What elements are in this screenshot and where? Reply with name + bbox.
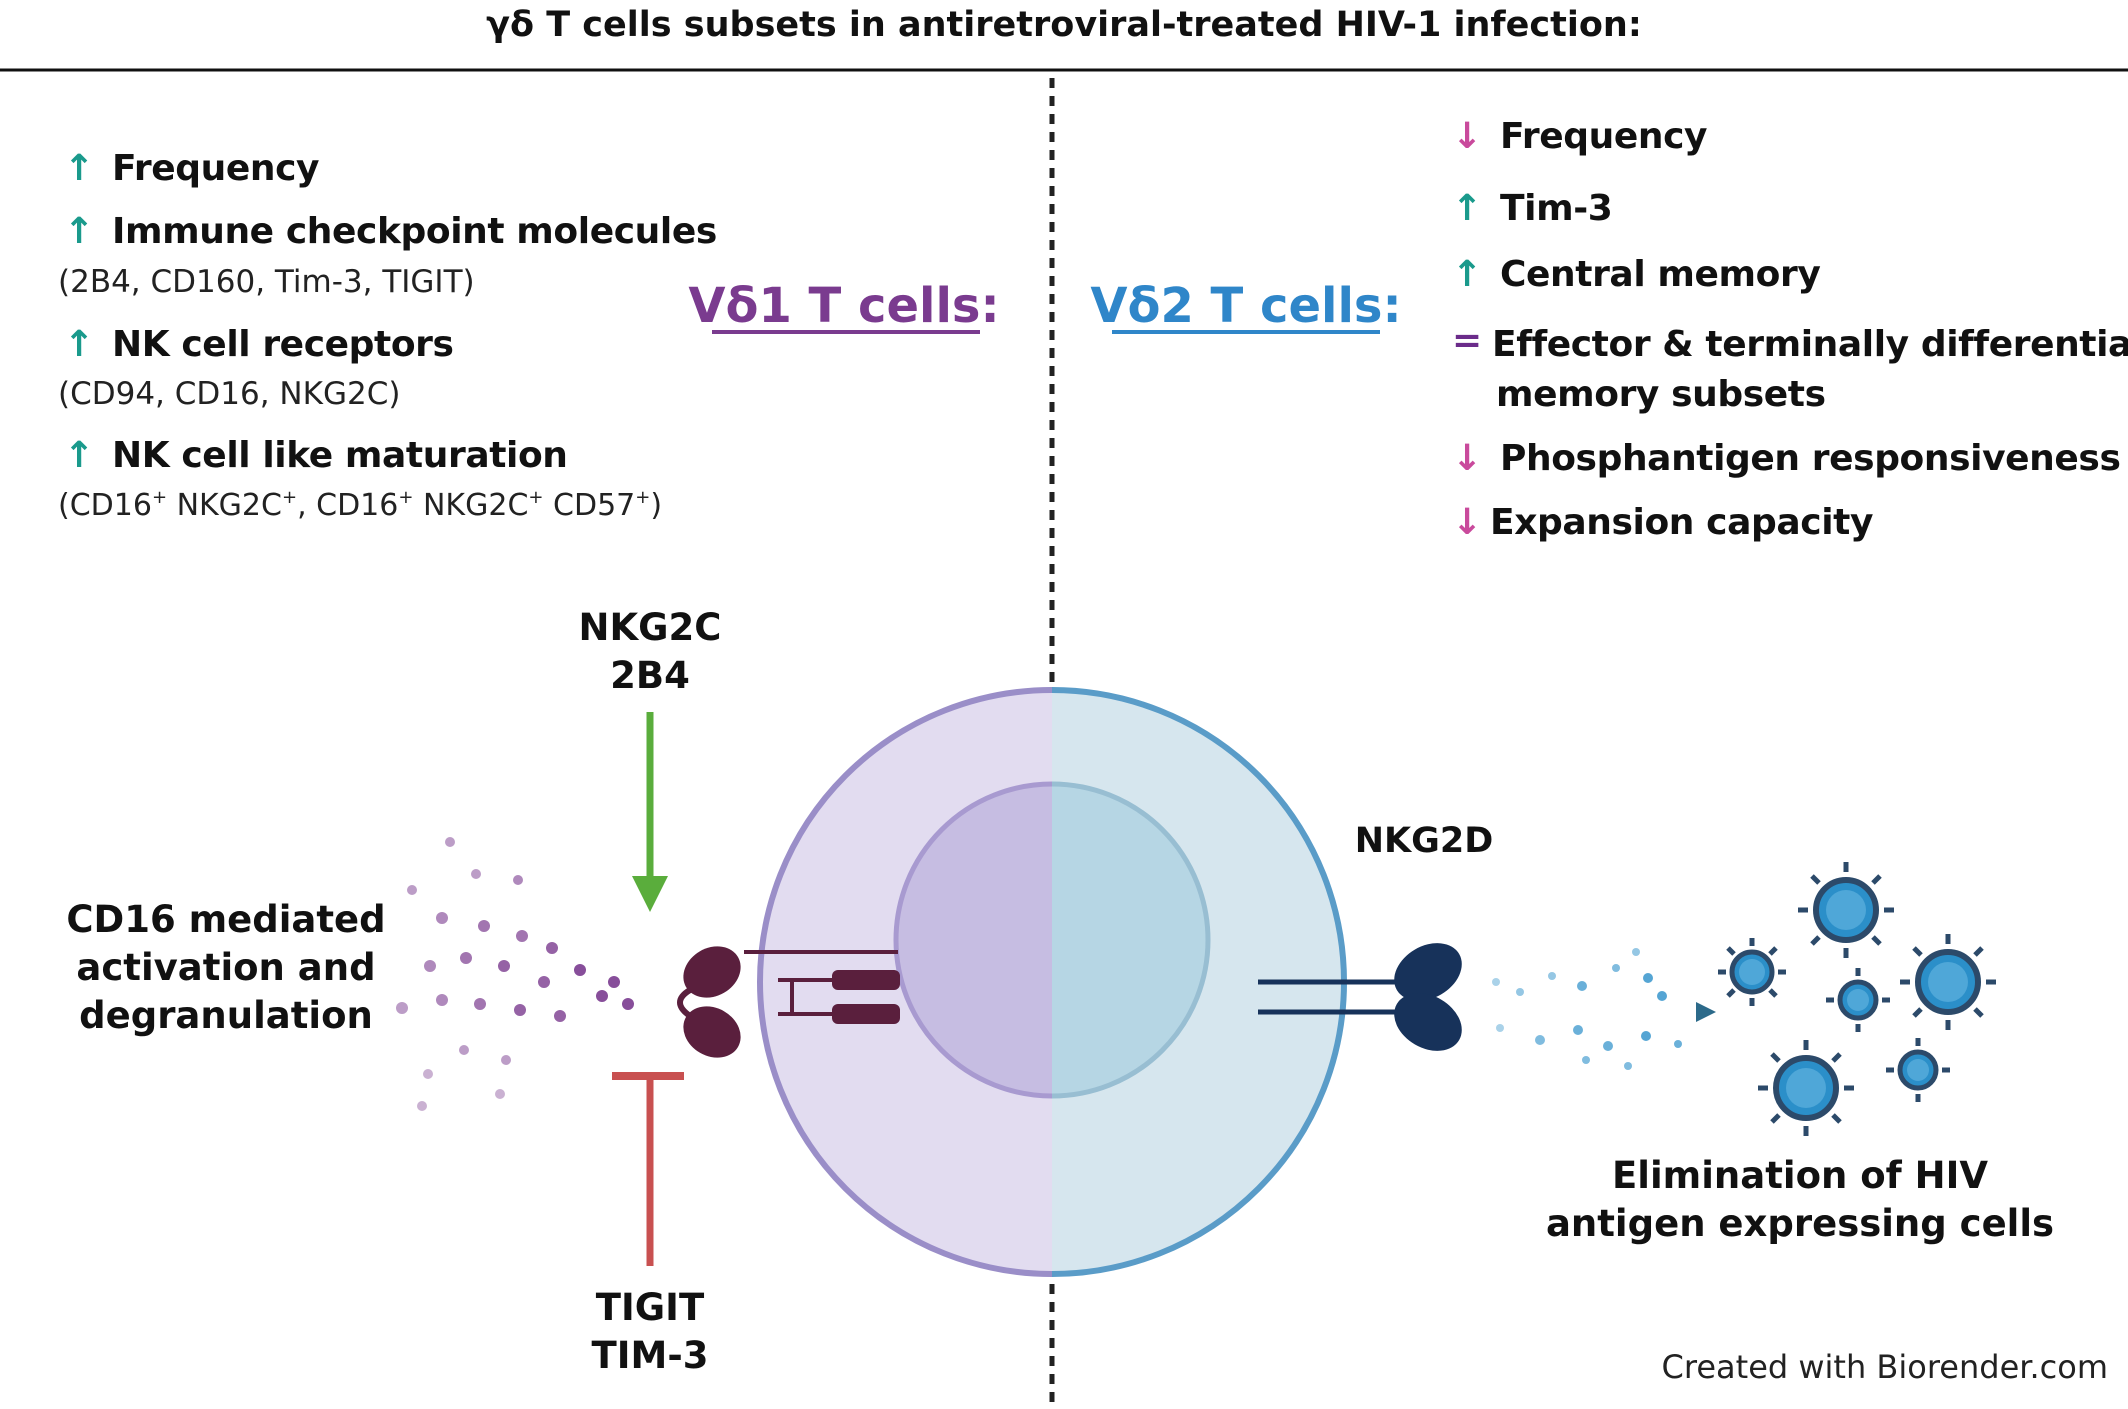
vd1-item-1-arrow: ↑	[64, 148, 94, 189]
vd1-item-2-arrow: ↑	[64, 211, 94, 252]
vd2-item-5-label: Phosphantigen responsiveness	[1500, 438, 2120, 479]
hiv-virus-cluster	[1718, 862, 1996, 1136]
vd2-item-2-label: Tim-3	[1500, 188, 1612, 229]
vd2-item-6-label: Expansion capacity	[1490, 502, 1873, 543]
cd16-outcome-line3: degranulation	[79, 994, 373, 1037]
inhibitory-receptor-2: TIM-3	[592, 1334, 709, 1377]
activating-receptor-1: NKG2C	[579, 606, 722, 649]
biorender-credit: Created with Biorender.com	[1662, 1348, 2108, 1386]
vd2-item-1-arrow: ↓	[1452, 116, 1482, 157]
vd2-item-4-label2: memory subsets	[1496, 374, 1826, 415]
vd2-cell-half	[1052, 687, 1347, 1277]
vd2-item-5-arrow: ↓	[1452, 438, 1482, 479]
gamma-delta-cell	[757, 687, 1347, 1277]
virus-spikes	[1718, 862, 1996, 1136]
activating-receptor-2: 2B4	[610, 654, 690, 697]
elimination-outcome-line2: antigen expressing cells	[1546, 1202, 2054, 1245]
vd1-item-3-arrow: ↑	[64, 324, 94, 365]
receptor-dimer-left	[778, 970, 900, 1024]
vd2-item-2-arrow: ↑	[1452, 188, 1482, 229]
vd1-item-2-sub: (2B4, CD160, Tim-3, TIGIT)	[58, 264, 475, 300]
vd1-cell-half	[757, 687, 1052, 1277]
virus-2	[1813, 877, 1879, 943]
virus-1	[1729, 949, 1775, 995]
vd2-item-3-label: Central memory	[1500, 254, 1820, 295]
virus-3	[1837, 979, 1879, 1021]
vd1-item-1-label: Frequency	[112, 148, 319, 189]
virus-5	[1773, 1055, 1839, 1121]
nkg2d-label: NKG2D	[1355, 821, 1494, 861]
vd2-item-4-equal: =	[1452, 320, 1482, 361]
inhibitory-receptor-1: TIGIT	[596, 1286, 705, 1329]
vd1-item-3-sub: (CD94, CD16, NKG2C)	[58, 376, 400, 412]
vd1-item-2-label: Immune checkpoint molecules	[112, 211, 717, 252]
vd1-subset-title: Vδ1 T cells:	[688, 278, 999, 334]
vd2-item-4-label: Effector & terminally differentiated	[1492, 324, 2128, 365]
vd1-item-4-arrow: ↑	[64, 435, 94, 476]
vd2-subset-title: Vδ2 T cells:	[1090, 278, 1401, 334]
virus-6	[1897, 1049, 1939, 1091]
vd1-item-3-label: NK cell receptors	[112, 324, 454, 365]
vd2-item-3-arrow: ↑	[1452, 254, 1482, 295]
vd1-item-4-sub: (CD16+ NKG2C+, CD16+ NKG2C+ CD57+)	[58, 487, 662, 523]
vd2-list: ↓ Frequency ↑ Tim-3 ↑ Central memory = E…	[1452, 116, 2128, 543]
cd16-outcome-line2: activation and	[76, 946, 375, 989]
vd2-item-6-arrow: ↓	[1452, 502, 1482, 543]
degranulation-particles	[396, 837, 634, 1111]
vd1-item-4-label: NK cell like maturation	[112, 435, 568, 476]
vd1-list: ↑ Frequency ↑ Immune checkpoint molecule…	[58, 148, 717, 523]
activation-arrow	[632, 712, 668, 912]
figure-title: γδ T cells subsets in antiretroviral-tre…	[486, 5, 1642, 45]
cd16-outcome-line1: CD16 mediated	[66, 898, 385, 941]
nk-receptor-left	[677, 946, 898, 1058]
cytotoxic-stream	[1476, 948, 1716, 1070]
elimination-outcome-line1: Elimination of HIV	[1612, 1154, 1988, 1197]
virus-4	[1915, 949, 1981, 1015]
nkg2d-receptor	[1258, 943, 1462, 1051]
vd2-item-1-label: Frequency	[1500, 116, 1707, 157]
inhibition-bar	[612, 1072, 684, 1266]
